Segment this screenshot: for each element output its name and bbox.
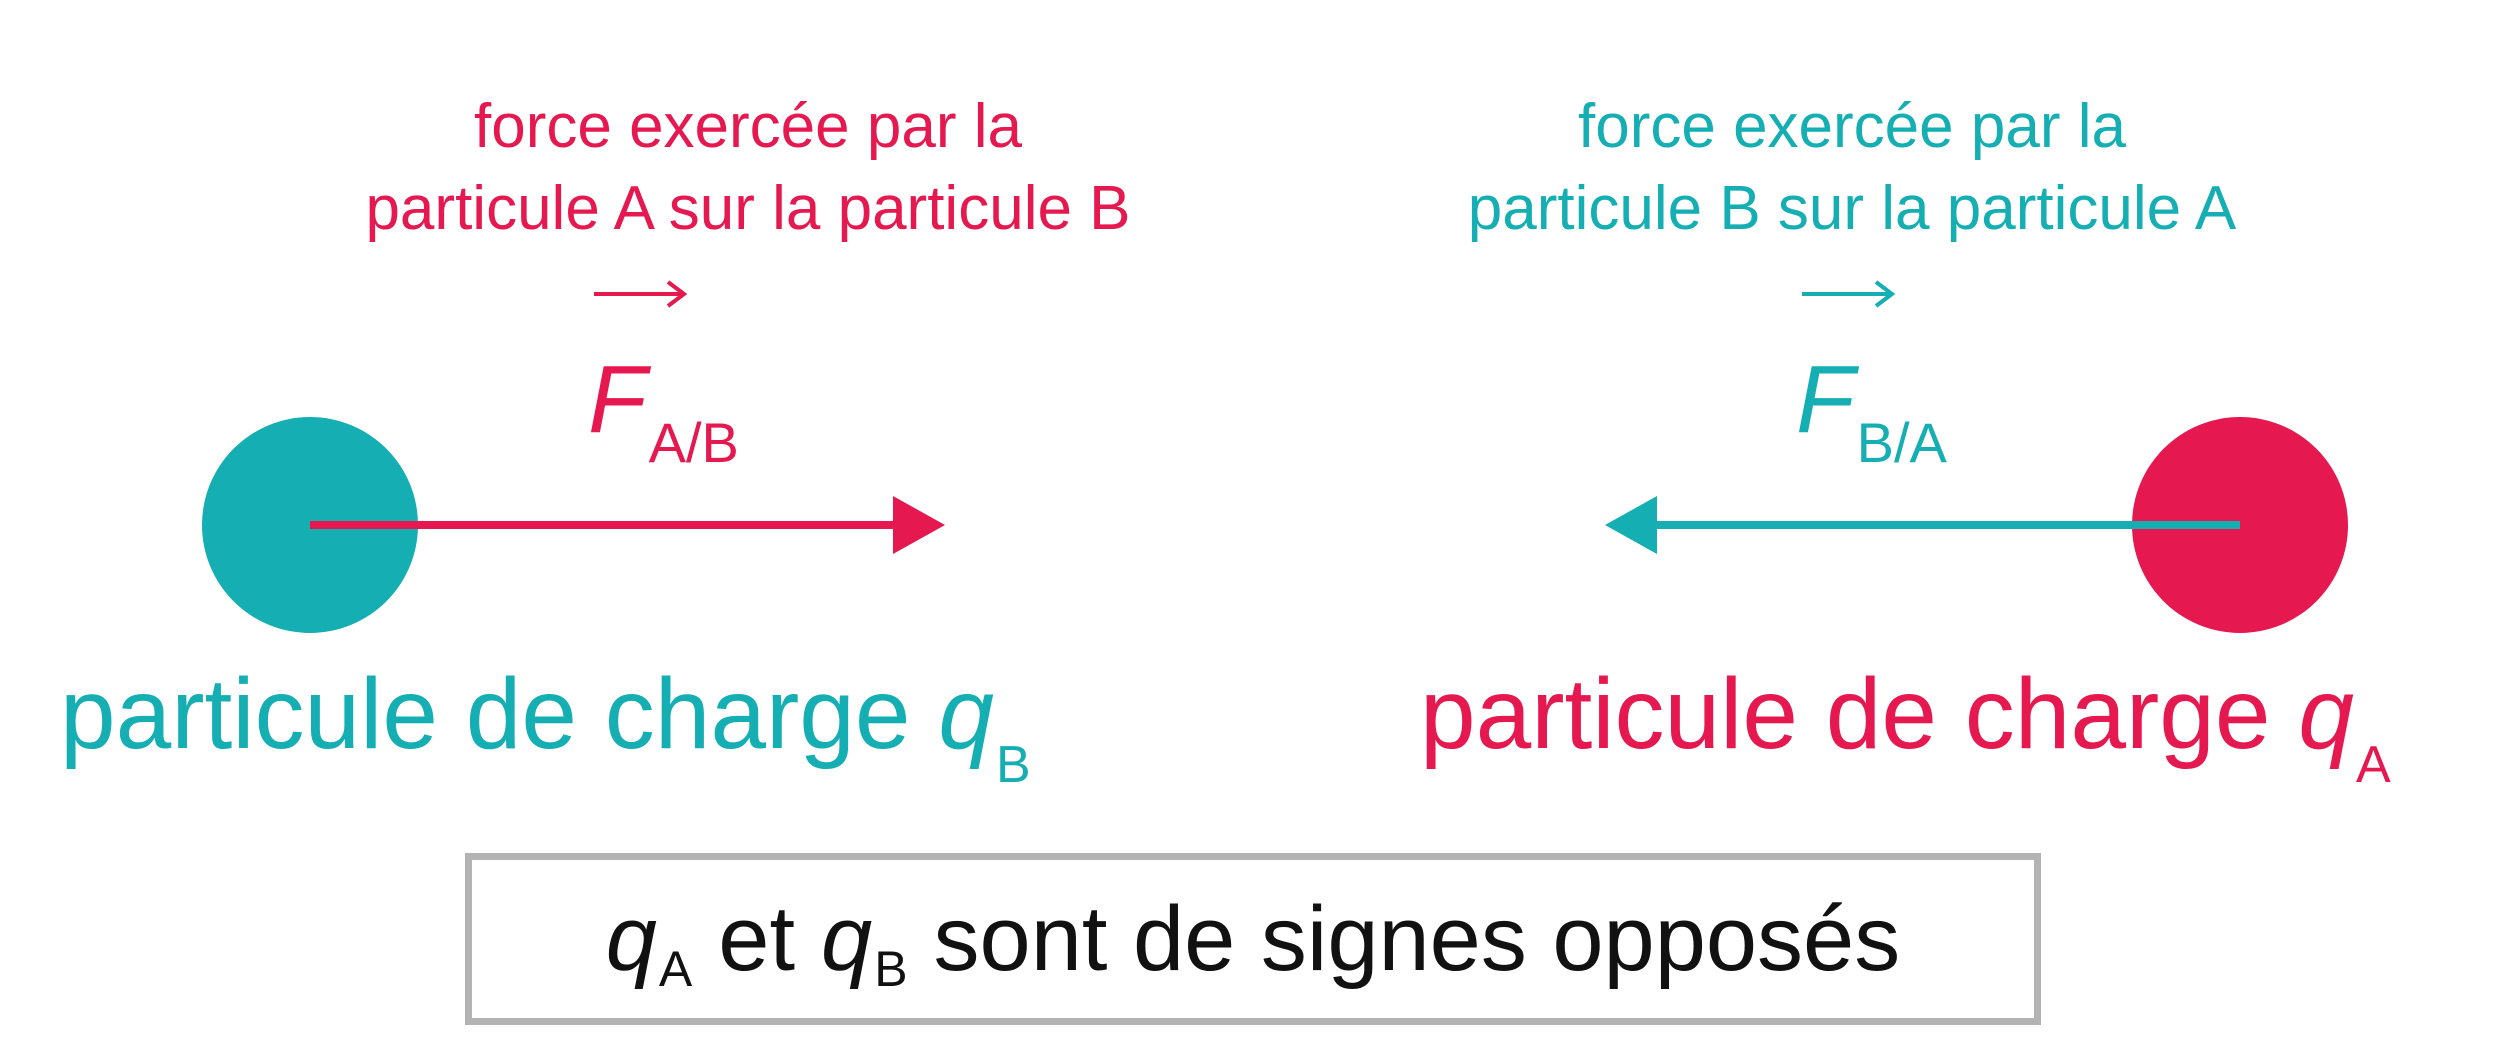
label-text: particule de charge bbox=[1420, 658, 2299, 770]
label-text: particule de charge bbox=[60, 658, 939, 770]
caption-line-1: force exercée par la bbox=[474, 92, 1022, 161]
label-particle-a: particule de charge qA bbox=[1420, 664, 2391, 791]
conclusion-rest: sont de signes opposés bbox=[933, 887, 1901, 990]
caption-line-2: particule B sur la particule A bbox=[1467, 174, 2237, 243]
conclusion-var-2: q bbox=[821, 887, 873, 990]
label-variable: q bbox=[2298, 658, 2354, 770]
caption-force-a-on-b: force exercée par la particule A sur la … bbox=[248, 86, 1248, 250]
vector-letter: F bbox=[588, 346, 647, 453]
force-a-on-b-arrow-head bbox=[893, 496, 945, 554]
vector-f-b-on-a: FB/A bbox=[1796, 280, 1947, 471]
conclusion-sub-1: A bbox=[658, 941, 693, 997]
label-particle-b: particule de charge qB bbox=[60, 664, 1031, 791]
vector-arrow-icon bbox=[1802, 280, 1896, 308]
caption-force-b-on-a: force exercée par la particule B sur la … bbox=[1352, 86, 2352, 250]
vector-subscript: A/B bbox=[648, 411, 739, 474]
caption-line-1: force exercée par la bbox=[1578, 92, 2126, 161]
caption-line-2: particule A sur la particule B bbox=[365, 174, 1131, 243]
label-subscript: B bbox=[995, 736, 1031, 794]
label-subscript: A bbox=[2355, 736, 2391, 794]
vector-subscript: B/A bbox=[1856, 411, 1947, 474]
vector-letter: F bbox=[1796, 346, 1855, 453]
conclusion-connector: et bbox=[718, 887, 796, 990]
vector-arrow-icon bbox=[594, 280, 688, 308]
conclusion-var-1: q bbox=[605, 887, 657, 990]
conclusion-sub-2: B bbox=[874, 941, 908, 997]
force-b-on-a-arrow-head bbox=[1605, 496, 1657, 554]
vector-f-a-on-b: FA/B bbox=[588, 280, 739, 471]
label-variable: q bbox=[938, 658, 994, 770]
